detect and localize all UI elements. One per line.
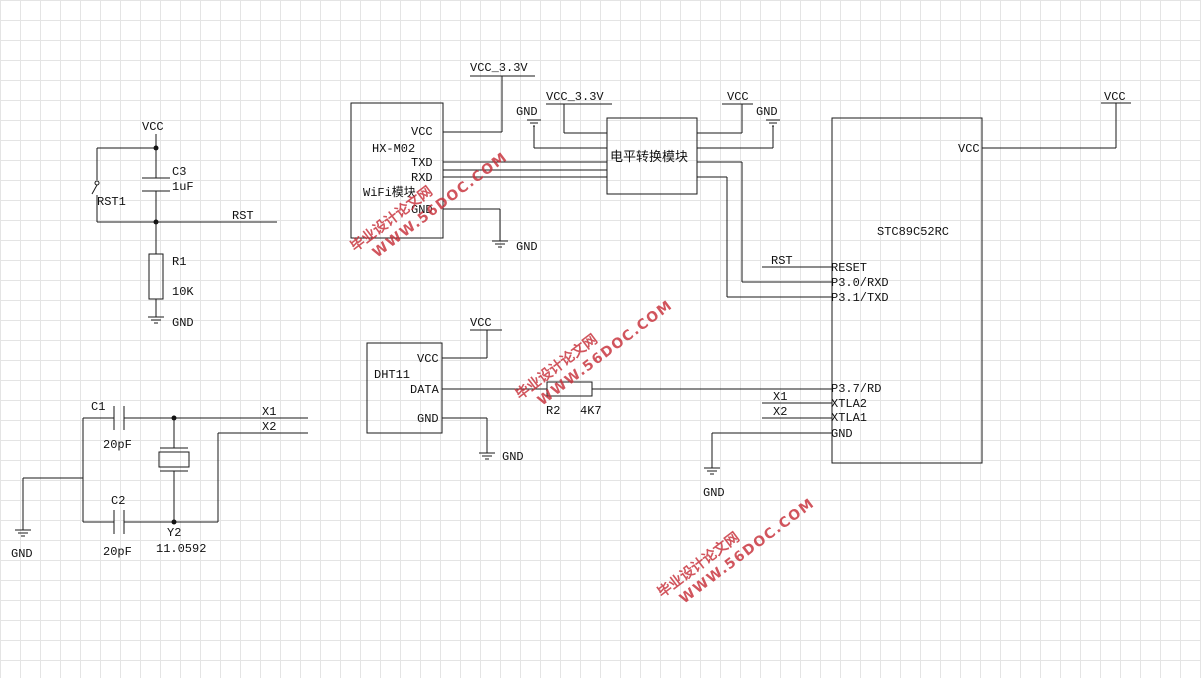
vcc-label: VCC xyxy=(142,120,164,134)
ground-symbol xyxy=(492,240,508,248)
vcc-label: VCC xyxy=(1104,90,1126,104)
dht11-name-label: DHT11 xyxy=(374,368,410,382)
r1-ref-label: R1 xyxy=(172,255,186,269)
dht11-sensor: DHT11 VCC DATA GND VCC GND R2 4K7 xyxy=(366,316,832,464)
capacitor-c3 xyxy=(142,177,170,192)
mcu-pin-p31: P3.1/TXD xyxy=(831,291,889,305)
x2-net-label: X2 xyxy=(773,405,787,419)
wifi-pin-rxd: RXD xyxy=(411,171,433,185)
gnd-label: GND xyxy=(516,240,538,254)
crystal-circuit: C1 20pF X1 C2 20pF X2 Y2 11.05 xyxy=(11,400,308,561)
wifi-name-label: WiFi模块 xyxy=(363,185,416,200)
mcu-name-label: STC89C52RC xyxy=(877,225,949,239)
watermark-3: 毕业设计论文网 WWW.56DOC.COM xyxy=(654,495,818,607)
gnd-label: GND xyxy=(502,450,524,464)
vcc33-label: VCC_3.3V xyxy=(470,61,528,75)
vcc-label: VCC xyxy=(727,90,749,104)
watermark-2: 毕业设计论文网 WWW.56DOC.COM xyxy=(512,297,676,409)
c3-value-label: 1uF xyxy=(172,180,194,194)
reset-switch xyxy=(91,180,100,222)
gnd-label: GND xyxy=(172,316,194,330)
ground-symbol xyxy=(766,119,780,127)
c2-value-label: 20pF xyxy=(103,545,132,559)
wifi-model-label: HX-M02 xyxy=(372,142,415,156)
c1-ref-label: C1 xyxy=(91,400,105,414)
svg-text:WWW.56DOC.COM: WWW.56DOC.COM xyxy=(370,149,511,261)
svg-text:WWW.56DOC.COM: WWW.56DOC.COM xyxy=(677,495,818,607)
y2-ref-label: Y2 xyxy=(167,526,181,540)
gnd-label: GND xyxy=(516,105,538,119)
rst-net-label: RST xyxy=(232,209,254,223)
dht11-pin-data: DATA xyxy=(410,383,440,397)
c2-ref-label: C2 xyxy=(111,494,125,508)
mcu-pin-p37: P3.7/RD xyxy=(831,382,881,396)
wifi-pin-gnd: GND xyxy=(411,203,433,217)
c3-ref-label: C3 xyxy=(172,165,186,179)
ground-symbol xyxy=(15,529,31,537)
rst-net-label: RST xyxy=(771,254,793,268)
ground-symbol xyxy=(479,452,495,460)
r1-value-label: 10K xyxy=(172,285,194,299)
vcc33-label: VCC_3.3V xyxy=(546,90,604,104)
mcu-pin-xtla2: XTLA2 xyxy=(831,397,867,411)
mcu-pin-p30: P3.0/RXD xyxy=(831,276,889,290)
mcu-pin-reset: RESET xyxy=(831,261,867,275)
level-shifter: 电平转换模块 VCC_3.3V GND VCC GND xyxy=(516,90,832,298)
dht11-box xyxy=(366,342,443,434)
crystal-y2 xyxy=(158,447,190,472)
capacitor-c2 xyxy=(113,510,125,534)
c1-value-label: 20pF xyxy=(103,438,132,452)
gnd-label: GND xyxy=(756,105,778,119)
mcu-pin-vcc: VCC xyxy=(958,142,980,156)
wifi-pin-vcc: VCC xyxy=(411,125,433,139)
reset-circuit: VCC RST1 C3 1uF RST R1 10K xyxy=(91,120,277,330)
mcu-stc89c52rc: STC89C52RC VCC VCC RESET P3.0/RXD P3.1/T… xyxy=(703,90,1131,500)
capacitor-c1 xyxy=(113,406,125,430)
dht11-pin-vcc: VCC xyxy=(417,352,439,366)
ground-symbol xyxy=(527,119,541,127)
resistor-r1 xyxy=(148,253,164,300)
r2-value-label: 4K7 xyxy=(580,404,602,418)
switch-ref-label: RST1 xyxy=(97,195,126,209)
ground-symbol xyxy=(148,316,164,324)
r2-ref-label: R2 xyxy=(546,404,560,418)
wifi-pin-txd: TXD xyxy=(411,156,433,170)
dht11-pin-gnd: GND xyxy=(417,412,439,426)
gnd-label: GND xyxy=(703,486,725,500)
x1-net-label: X1 xyxy=(773,390,787,404)
y2-value-label: 11.0592 xyxy=(156,542,206,556)
vcc-label: VCC xyxy=(470,316,492,330)
mcu-pin-gnd: GND xyxy=(831,427,853,441)
svg-text:WWW.56DOC.COM: WWW.56DOC.COM xyxy=(535,297,676,409)
level-shifter-label: 电平转换模块 xyxy=(610,150,688,165)
wifi-module: HX-M02 WiFi模块 VCC TXD RXD GND VCC_3.3V G… xyxy=(350,61,607,254)
level-shifter-box xyxy=(606,117,698,195)
x1-net-label: X1 xyxy=(262,405,276,419)
x2-net-label: X2 xyxy=(262,420,276,434)
mcu-box xyxy=(831,117,983,464)
mcu-pin-xtla1: XTLA1 xyxy=(831,411,867,425)
ground-symbol xyxy=(704,467,720,475)
gnd-label: GND xyxy=(11,547,33,561)
